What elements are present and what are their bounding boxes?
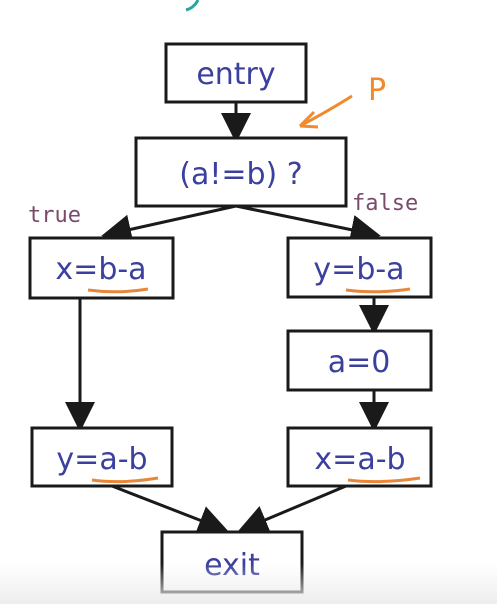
annotation-arrow-head <box>298 110 319 129</box>
edge-label-false: false <box>352 191 418 216</box>
node-left2-label: y=a-b <box>56 442 147 477</box>
node-condition-label: (a!=b) ? <box>179 157 302 192</box>
annotation-p: P <box>298 73 386 129</box>
node-entry: entry <box>164 42 308 104</box>
edge-right3-exit <box>237 484 347 534</box>
node-left1: x=b-a <box>28 236 175 300</box>
node-right2-label: a=0 <box>328 345 391 380</box>
node-right1-underline <box>345 287 411 294</box>
node-right1-label: y=b-a <box>313 252 404 287</box>
edge-label-true: true <box>28 203 81 228</box>
node-right3-label: x=a-b <box>314 442 405 477</box>
node-left2-underline <box>91 476 159 484</box>
node-right3: x=a-b <box>286 426 433 488</box>
node-right2: a=0 <box>286 329 433 392</box>
edge-cond-right1 <box>235 204 381 245</box>
node-left1-label: x=b-a <box>55 252 146 287</box>
edge-left2-exit <box>111 484 229 535</box>
node-condition: (a!=b) ? <box>134 136 348 208</box>
edge-cond-left1 <box>101 204 237 245</box>
node-right1: y=b-a <box>286 236 433 299</box>
node-exit-label: exit <box>204 548 260 583</box>
annotation-arrow-shaft <box>299 94 353 128</box>
node-left2: y=a-b <box>30 426 174 488</box>
cropped-heading-fragment <box>185 0 200 12</box>
node-right3-underline <box>347 476 421 484</box>
node-entry-label: entry <box>196 57 275 92</box>
annotation-label: P <box>368 73 386 108</box>
edges <box>65 102 389 535</box>
node-exit: exit <box>160 530 304 594</box>
node-left1-underline <box>87 287 149 294</box>
